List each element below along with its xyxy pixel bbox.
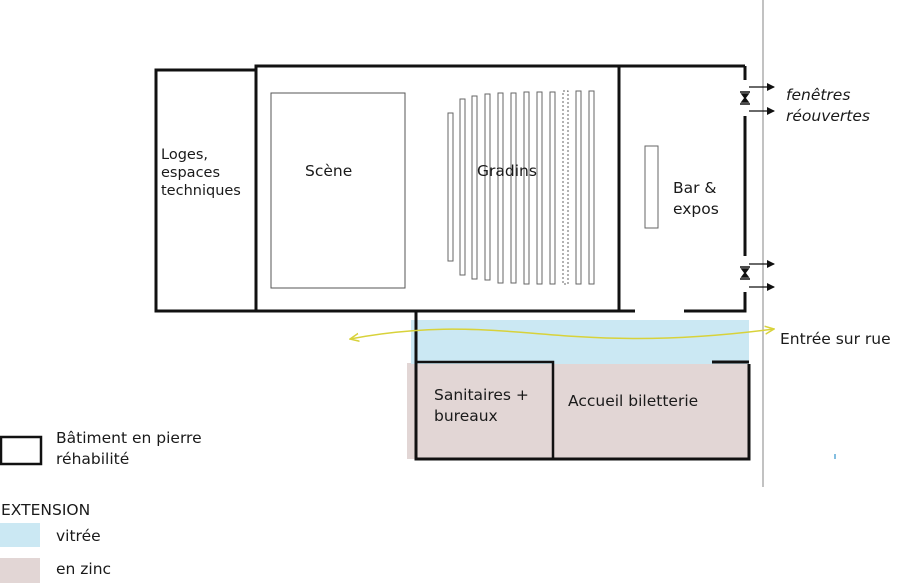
window-marker-bottom	[740, 266, 750, 280]
extension-glass-fill	[411, 320, 749, 364]
legend-label-batiment: Bâtiment en pierre réhabilité	[56, 429, 202, 468]
legend-extension-title: EXTENSION	[1, 501, 91, 519]
legend-glass-swatch	[0, 523, 40, 547]
room-label-accueil: Accueil biletterie	[568, 392, 699, 410]
room-label-bar: Bar & expos	[673, 179, 719, 218]
room-label-sanitaires: Sanitaires + bureaux	[434, 386, 529, 425]
annotation-fenetres: fenêtres réouvertes	[786, 86, 870, 125]
circulation-arrow	[350, 329, 774, 339]
legend-zinc-swatch	[0, 558, 40, 583]
main-hall	[254, 64, 621, 313]
annotation-entree: Entrée sur rue	[780, 330, 891, 348]
bar-counter	[644, 145, 659, 229]
window-marker-top	[740, 91, 750, 105]
room-label-loges: Loges, espaces techniques	[161, 147, 241, 199]
legend-label-zinc: en zinc	[56, 560, 112, 578]
stage-area	[270, 92, 406, 289]
room-label-gradins: Gradins	[477, 162, 537, 180]
extension-walls	[414, 311, 751, 461]
legend-label-vitree: vitrée	[56, 527, 101, 545]
seating-rows	[447, 90, 595, 285]
window-arrows	[749, 83, 775, 291]
legend-stone-swatch	[0, 435, 43, 466]
extension-zinc-fill	[407, 363, 749, 459]
room-label-scene: Scène	[305, 162, 353, 180]
bar-room-walls	[617, 64, 747, 313]
stone-building	[154, 64, 747, 313]
